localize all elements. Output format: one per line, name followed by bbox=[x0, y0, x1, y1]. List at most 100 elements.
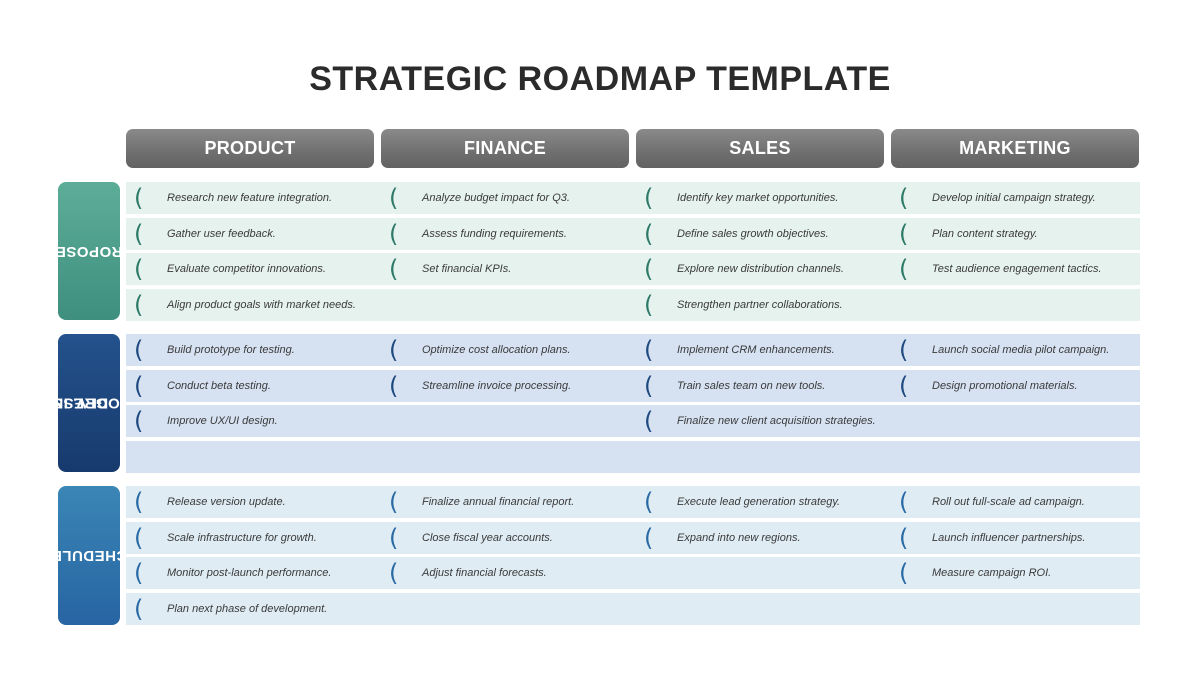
bracket-icon: ( bbox=[134, 407, 144, 435]
task-text: Gather user feedback. bbox=[167, 227, 276, 240]
column-header-product: PRODUCT bbox=[126, 129, 374, 168]
table-row: (Monitor post-launch performance. ( Adjust… bbox=[126, 557, 1140, 589]
task-text: Set financial KPIs. bbox=[422, 263, 512, 275]
task-text: Optimize cost allocation plans. bbox=[422, 344, 571, 356]
task-text: Release version update. bbox=[167, 496, 286, 508]
task-text: Monitor post-launch performance. bbox=[167, 567, 332, 579]
bracket-icon: ( bbox=[134, 488, 144, 516]
bracket-icon: ( bbox=[389, 523, 399, 552]
roadmap-cell: ( Scale infrastructure for growth. bbox=[126, 522, 374, 554]
bracket-icon: ( bbox=[389, 371, 399, 400]
roadmap-cell: ( Assess funding requirements. bbox=[381, 218, 629, 250]
task-text: Assess funding requirements. bbox=[422, 227, 567, 240]
roadmap-cell: ( Optimize cost allocation plans. bbox=[381, 334, 629, 366]
task-text: Execute lead generation strategy. bbox=[677, 496, 841, 508]
table-row: ( Scale infrastructure for growth. ( Close … bbox=[126, 521, 1140, 554]
table-row: (Gather user feedback.(Assess funding re… bbox=[126, 217, 1140, 250]
table-row bbox=[126, 440, 1140, 473]
roadmap-cell: (Evaluate competitor innovations. bbox=[126, 253, 374, 285]
bracket-icon: ( bbox=[899, 336, 909, 364]
bracket-icon: ( bbox=[134, 594, 144, 623]
column-header-finance: FINANCE bbox=[381, 129, 629, 168]
bracket-icon: ( bbox=[899, 219, 909, 248]
task-text: Finalize new client acquisition strategi… bbox=[677, 415, 876, 427]
bracket-icon: ( bbox=[389, 559, 399, 587]
task-text: Define sales growth objectives. bbox=[677, 227, 829, 240]
bracket-icon: ( bbox=[644, 488, 654, 516]
roadmap-cell: (Explore new distribution channels. bbox=[636, 253, 884, 285]
table-row: (Align product goals with market needs.(… bbox=[126, 288, 1140, 321]
table-row: ( Build prototype for testing. ( Optimize c… bbox=[126, 334, 1140, 366]
task-text: Test audience engagement tactics. bbox=[932, 263, 1102, 275]
roadmap-cell: ( Execute lead generation strategy. bbox=[636, 486, 884, 518]
task-text: Close fiscal year accounts. bbox=[422, 531, 553, 544]
task-text: Measure campaign ROI. bbox=[932, 567, 1052, 579]
roadmap-cell: (Streamline invoice processing. bbox=[381, 370, 629, 402]
roadmap-cell: (Gather user feedback. bbox=[126, 218, 374, 250]
bracket-icon: ( bbox=[899, 255, 909, 283]
roadmap-cell: ( Define sales growth objectives. bbox=[636, 218, 884, 250]
task-text: Launch social media pilot campaign. bbox=[932, 344, 1110, 356]
roadmap-cell bbox=[381, 289, 629, 321]
table-row: (Release version update.(Finalize annual… bbox=[126, 486, 1140, 518]
task-text: Evaluate competitor innovations. bbox=[167, 263, 326, 275]
roadmap-cell bbox=[891, 441, 1139, 473]
task-text: Train sales team on new tools. bbox=[677, 379, 826, 392]
roadmap-cell: (Monitor post-launch performance. bbox=[126, 557, 374, 589]
task-text: Finalize annual financial report. bbox=[422, 496, 575, 508]
roadmap-cell: (Finalize annual financial report. bbox=[381, 486, 629, 518]
bracket-icon: ( bbox=[899, 523, 909, 552]
roadmap-cell: (Plan content strategy. bbox=[891, 218, 1139, 250]
task-text: Build prototype for testing. bbox=[167, 344, 295, 356]
roadmap-cell: (Improve UX/UI design. bbox=[126, 405, 374, 437]
task-text: Align product goals with market needs. bbox=[167, 298, 356, 311]
bracket-icon: ( bbox=[644, 371, 654, 400]
bracket-icon: ( bbox=[134, 523, 144, 552]
roadmap-cell: (Identify key market opportunities. bbox=[636, 182, 884, 214]
roadmap-cell: ( Adjust financial forecasts. bbox=[381, 557, 629, 589]
bracket-icon: ( bbox=[389, 219, 399, 248]
task-text: Develop initial campaign strategy. bbox=[932, 192, 1096, 204]
roadmap-cell bbox=[381, 405, 629, 437]
bracket-icon: ( bbox=[134, 184, 144, 212]
roadmap-cell: ( Finalize new client acquisition strateg… bbox=[636, 405, 884, 437]
roadmap-cell: (Strengthen partner collaborations. bbox=[636, 289, 884, 321]
roadmap-cell bbox=[636, 557, 884, 589]
bracket-icon: ( bbox=[134, 336, 144, 364]
bracket-icon: ( bbox=[389, 255, 399, 283]
bracket-icon: ( bbox=[389, 184, 399, 212]
bracket-icon: ( bbox=[389, 336, 399, 364]
column-headers: PRODUCT FINANCE SALES MARKETING bbox=[126, 129, 1140, 168]
group-label-line: SCHEDULED bbox=[40, 547, 138, 564]
task-text: Explore new distribution channels. bbox=[677, 263, 844, 275]
bracket-icon: ( bbox=[644, 407, 654, 435]
roadmap-cell bbox=[891, 405, 1139, 437]
roadmap-cell: ( Close fiscal year accounts. bbox=[381, 522, 629, 554]
roadmap-cell bbox=[891, 593, 1139, 625]
task-text: Scale infrastructure for growth. bbox=[167, 531, 317, 544]
group-label-scheduled: SCHEDULED bbox=[40, 486, 138, 625]
roadmap-cell: (Launch influencer partnerships. bbox=[891, 522, 1139, 554]
table-row: (Research new feature integration.(Analy… bbox=[126, 182, 1140, 214]
page-title: STRATEGIC ROADMAP TEMPLATE bbox=[309, 60, 891, 98]
roadmap-cell: (Develop initial campaign strategy. bbox=[891, 182, 1139, 214]
column-header-sales: SALES bbox=[636, 129, 884, 168]
bracket-icon: ( bbox=[644, 523, 654, 552]
roadmap-cell: (Roll out full-scale ad campaign. bbox=[891, 486, 1139, 518]
roadmap-cell: (Implement CRM enhancements. bbox=[636, 334, 884, 366]
roadmap-cell: ( Align product goals with market needs. bbox=[126, 289, 374, 321]
bracket-icon: ( bbox=[644, 219, 654, 248]
task-text: Adjust financial forecasts. bbox=[422, 567, 547, 579]
roadmap-cell: ( Build prototype for testing. bbox=[126, 334, 374, 366]
roadmap-cell bbox=[381, 593, 629, 625]
task-text: Design promotional materials. bbox=[932, 379, 1078, 392]
task-text: Research new feature integration. bbox=[167, 192, 333, 204]
roadmap-cell: ( Set financial KPIs. bbox=[381, 253, 629, 285]
roadmap-cell bbox=[891, 289, 1139, 321]
roadmap-cell bbox=[636, 441, 884, 473]
roadmap-cell: ( Release version update. bbox=[126, 486, 374, 518]
table-row: (Conduct beta testing.(Streamline invoic… bbox=[126, 369, 1140, 402]
bracket-icon: ( bbox=[134, 290, 144, 319]
roadmap-cell bbox=[381, 441, 629, 473]
roadmap-cell: ( Train sales team on new tools. bbox=[636, 370, 884, 402]
